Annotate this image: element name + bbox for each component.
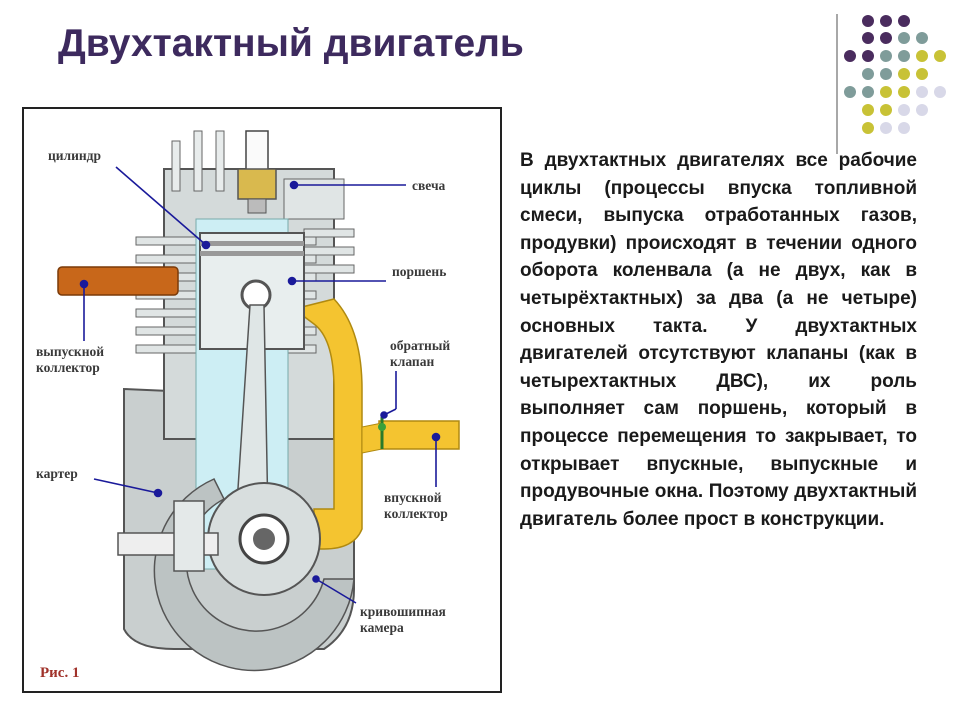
label-intake-line2: коллектор (384, 506, 448, 521)
decorative-dot-grid (844, 15, 946, 134)
label-crank-chamber-line2: камера (360, 620, 404, 635)
label-exhaust-line2: коллектор (36, 360, 100, 375)
label-exhaust-line1: выпускной (36, 344, 105, 359)
label-spark-plug: свеча (412, 178, 446, 193)
figure-caption: Рис. 1 (40, 665, 80, 681)
label-intake-line1: впускной (384, 490, 442, 505)
label-cylinder: цилиндр (48, 148, 102, 163)
engine-figure: цилиндр свеча поршень выпускной коллекто… (22, 107, 502, 693)
label-check-valve-line1: обратный (390, 338, 451, 353)
label-crank-chamber-line1: кривошипная (360, 604, 446, 619)
slide-body-text: В двухтактных двигателях все рабочие цик… (520, 150, 917, 530)
decorative-divider (836, 14, 838, 154)
engine-illustration (57, 130, 460, 672)
label-crankcase: картер (36, 466, 78, 481)
slide-title: Двухтактный двигатель (58, 22, 524, 65)
label-piston: поршень (392, 264, 447, 279)
label-check-valve-line2: клапан (390, 354, 435, 369)
